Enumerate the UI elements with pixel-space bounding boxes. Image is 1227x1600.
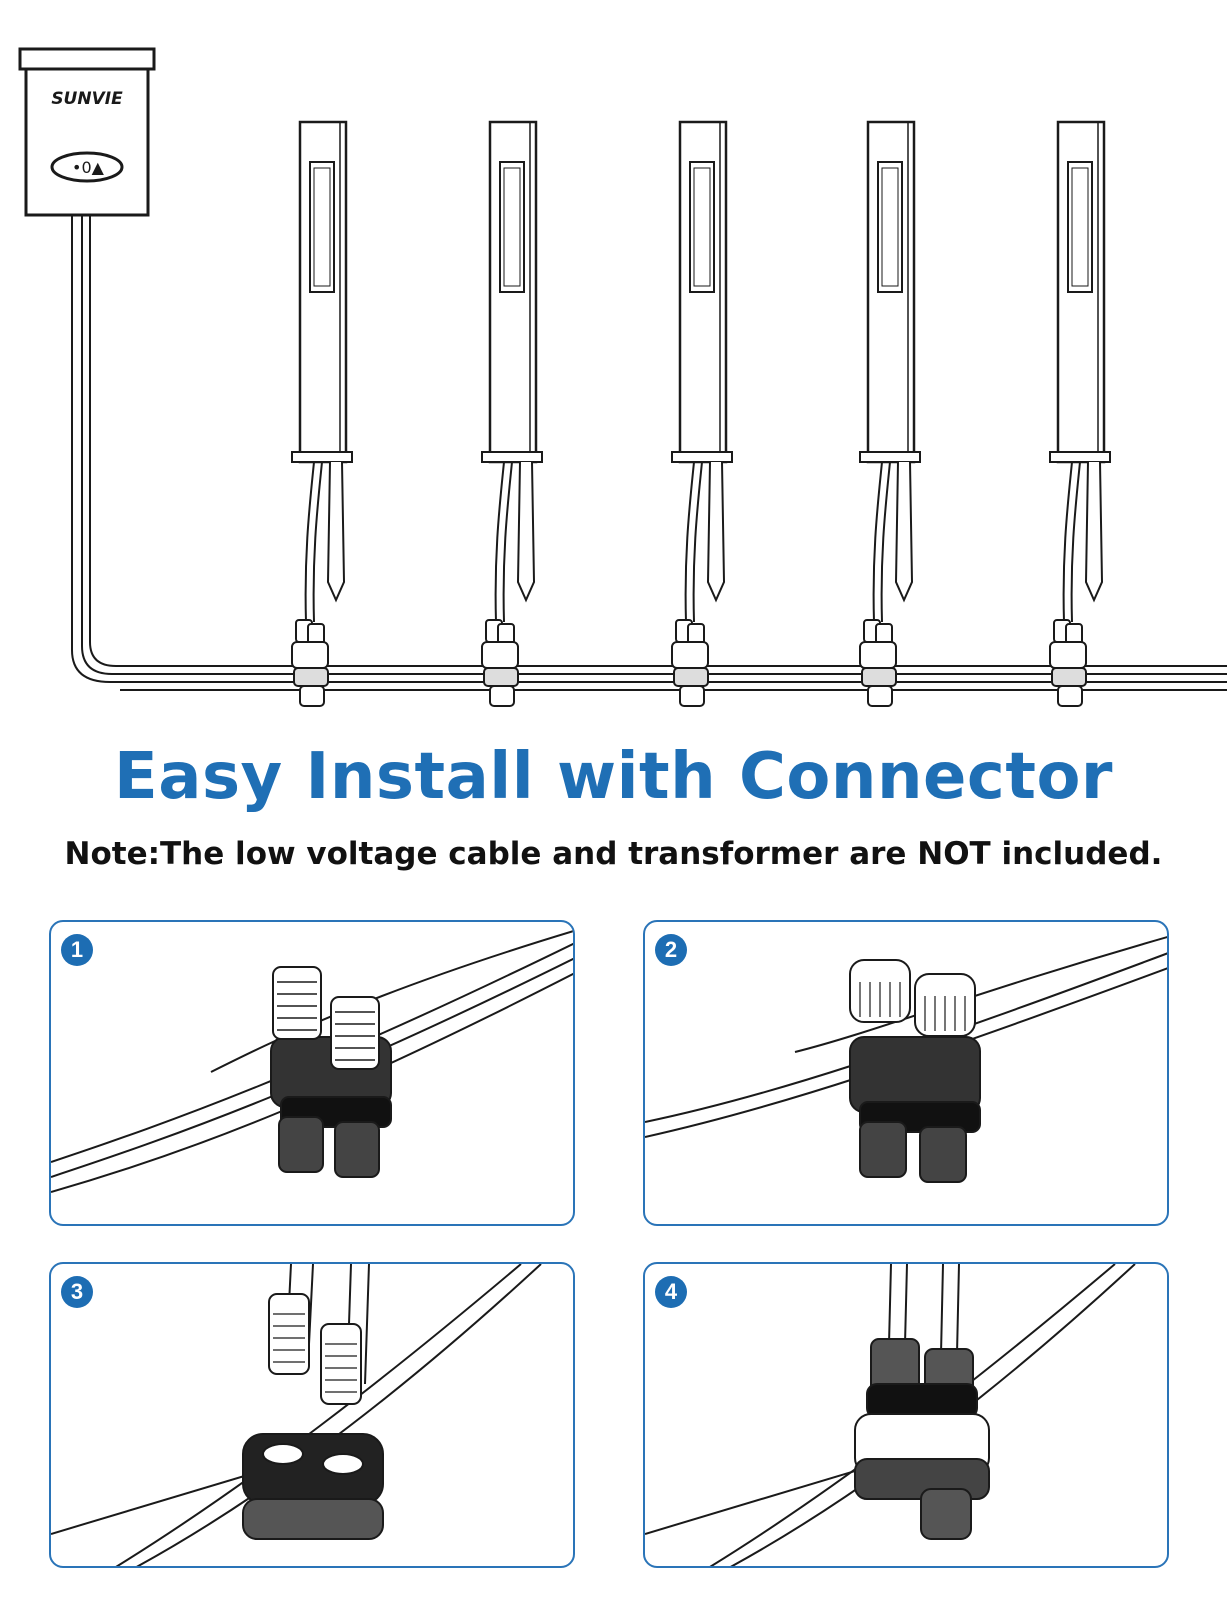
stake-light-4	[858, 120, 922, 708]
step-1-illustration	[51, 930, 573, 1193]
transformer	[18, 47, 156, 217]
stake-light-5	[1048, 120, 1112, 708]
step-badge-1: 1	[61, 934, 93, 966]
step-2-illustration	[645, 936, 1167, 1183]
headline: Easy Install with Connector	[114, 740, 1113, 814]
step-badge-4: 4	[655, 1276, 687, 1308]
light-installation-diagram: SUNVIE •0▲	[18, 47, 1227, 708]
note-text: Note:The low voltage cable and transform…	[64, 836, 1163, 872]
step-badge-3: 3	[61, 1276, 93, 1308]
stake-light-3	[670, 120, 734, 708]
step-4-illustration	[645, 1264, 1136, 1566]
step-panel-4: 4	[643, 1262, 1169, 1568]
step-panel-2: 2	[643, 920, 1169, 1226]
stake-light-2	[480, 120, 544, 708]
transformer-logo: SUNVIE	[51, 89, 123, 109]
step-badge-2: 2	[655, 934, 687, 966]
step-3-illustration	[51, 1264, 542, 1566]
stake-light-1	[290, 120, 354, 708]
step-panel-1: 1	[49, 920, 575, 1226]
transformer-dial-label: •0▲	[72, 158, 105, 177]
hero-illustration: SUNVIE •0▲	[0, 0, 1227, 730]
main-cable	[71, 215, 1227, 691]
step-panel-3: 3	[49, 1262, 575, 1568]
